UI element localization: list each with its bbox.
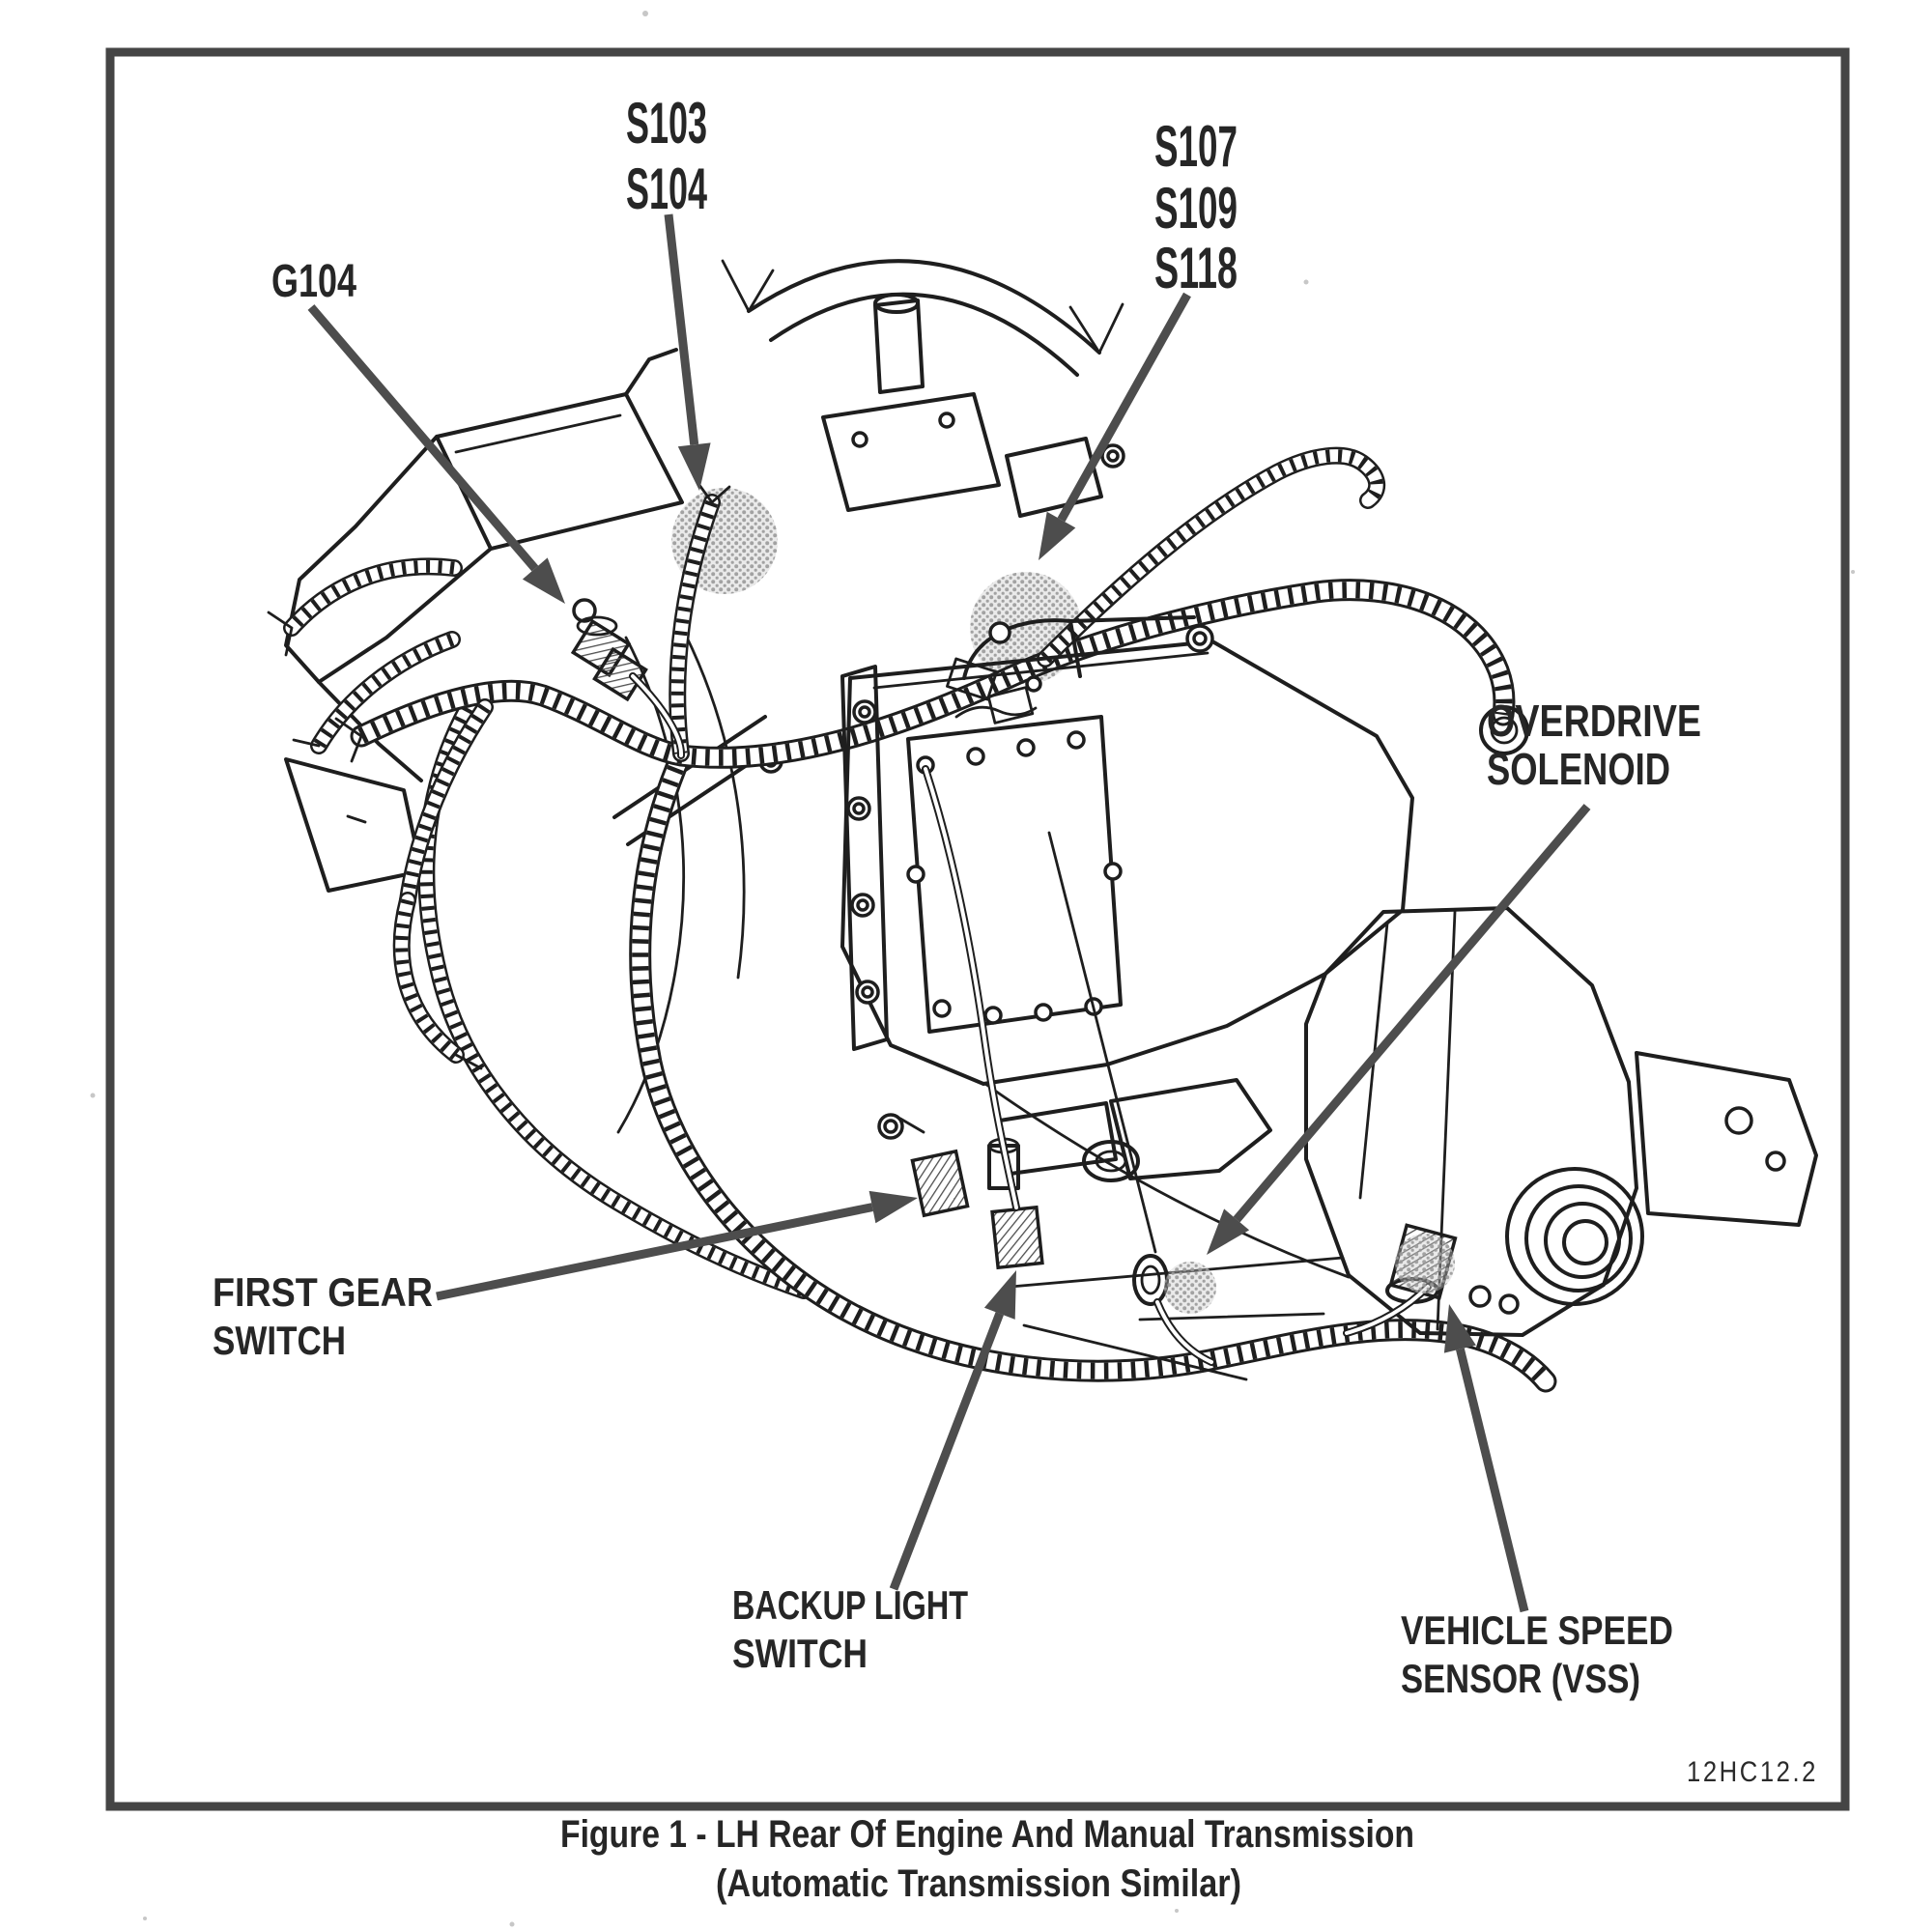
g104-arrow — [307, 304, 565, 604]
callout-line: S103 — [626, 91, 707, 156]
ground-g104-connector — [570, 598, 686, 759]
s107-s109-s118-arrow — [1039, 292, 1191, 560]
callout-line: SWITCH — [732, 1631, 868, 1676]
caption-line-2: (Automatic Transmission Similar) — [716, 1862, 1241, 1905]
dipstick-tube — [1047, 831, 1157, 1254]
drawing-code: 12HC12.2 — [1687, 1756, 1818, 1788]
callout-line: FIRST GEAR — [213, 1269, 433, 1315]
callout-labels: S103 S104 S107 S109 S118 G104 OVERDRIVE … — [213, 91, 1701, 1701]
callout-line: VEHICLE SPEED — [1401, 1607, 1673, 1653]
mount-bracket — [1109, 1078, 1272, 1180]
callout-vehicle-speed-sensor: VEHICLE SPEED SENSOR (VSS) — [1401, 1607, 1673, 1701]
callout-line: S109 — [1154, 176, 1238, 241]
callout-g104: G104 — [271, 256, 356, 307]
figure-border — [105, 47, 1850, 1811]
callout-s103-s104: S103 S104 — [626, 91, 707, 221]
callout-overdrive-solenoid: OVERDRIVE SOLENOID — [1487, 696, 1701, 794]
overdrive-solenoid-arrow — [1207, 804, 1591, 1255]
callout-line: S118 — [1154, 236, 1238, 300]
bellhousing-flange — [840, 665, 889, 1051]
backup-light-switch-arrow — [889, 1270, 1016, 1591]
callout-first-gear-switch: FIRST GEAR SWITCH — [213, 1269, 433, 1363]
callout-line: S104 — [626, 156, 707, 221]
vss-arrow — [1443, 1304, 1529, 1613]
callout-line: SWITCH — [213, 1318, 346, 1363]
figure-caption: Figure 1 - LH Rear Of Engine And Manual … — [560, 1813, 1414, 1905]
engine-transmission-drawing — [267, 259, 1818, 1381]
distributor — [721, 259, 1125, 518]
callout-arrows — [307, 213, 1591, 1613]
s103-s104-arrow — [664, 213, 711, 491]
output-shaft-rings — [1505, 1167, 1644, 1306]
callout-line: S107 — [1154, 114, 1238, 179]
round-connector — [1479, 705, 1529, 755]
wiring-harness — [267, 456, 1546, 1381]
callout-line: OVERDRIVE — [1487, 696, 1701, 746]
callout-line: SENSOR (VSS) — [1401, 1656, 1640, 1701]
backup-light-switch-connector — [922, 765, 1044, 1270]
callout-line: G104 — [271, 256, 356, 307]
callout-backup-light-switch: BACKUP LIGHT SWITCH — [732, 1582, 968, 1676]
callout-s107-s109-s118: S107 S109 S118 — [1154, 114, 1238, 300]
component-halftone-areas — [1164, 1234, 1455, 1314]
callout-line: SOLENOID — [1487, 744, 1670, 794]
first-gear-switch-connector — [877, 1113, 970, 1218]
scan-specks — [90, 11, 1855, 1927]
callout-line: BACKUP LIGHT — [732, 1582, 968, 1628]
caption-line-1: Figure 1 - LH Rear Of Engine And Manual … — [560, 1813, 1414, 1856]
overdrive-solenoid-boss — [1132, 1254, 1215, 1366]
first-gear-switch-arrow — [436, 1190, 918, 1301]
splice-connector-cluster — [946, 657, 1042, 724]
